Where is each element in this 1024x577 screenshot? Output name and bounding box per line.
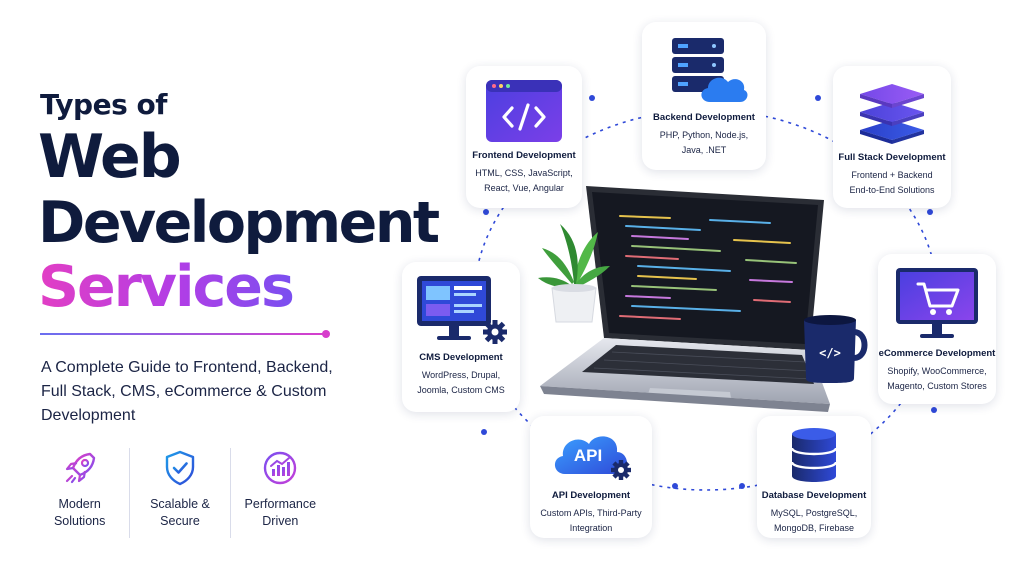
feature-performance: Performance Driven: [231, 448, 330, 538]
card-title: eCommerce Development: [878, 348, 996, 359]
card-full-stack-development: Full Stack Development Frontend + Backen…: [833, 66, 951, 208]
rocket-icon: [65, 452, 95, 484]
feature-list: Modern Solutions Scalable & Secure Perfo…: [30, 448, 330, 538]
gear-icon: [611, 460, 631, 480]
mug-shape: [804, 315, 868, 383]
card-title: Full Stack Development: [838, 152, 946, 163]
card-title: Frontend Development: [472, 150, 576, 161]
performance-chart-icon: [264, 451, 297, 485]
card-title: Database Development: [761, 490, 867, 501]
server-cloud-icon: [672, 38, 748, 102]
card-title: API Development: [551, 490, 631, 501]
card-title: Backend Development: [653, 112, 755, 123]
gear-icon: [483, 320, 507, 344]
layers-stack-icon: [860, 84, 924, 144]
subtitle: A Complete Guide to Frontend, Backend, F…: [41, 359, 333, 424]
cms-monitor-icon: [417, 276, 507, 344]
card-database-development: Database Development MySQL, PostgreSQL, …: [757, 416, 871, 538]
api-cloud-gear-icon: API: [549, 426, 633, 482]
card-description: HTML, CSS, JavaScript, React, Vue, Angul…: [475, 168, 573, 193]
feature-label: Modern Solutions: [53, 497, 106, 528]
cloud-icon: [554, 436, 631, 480]
shopping-cart-icon: [896, 268, 978, 338]
laptop-illustration: [540, 186, 830, 412]
feature-scalable: Scalable & Secure: [130, 448, 231, 538]
title-services: Services: [38, 254, 295, 320]
card-description: Frontend + Backend End-to-End Solutions: [849, 170, 935, 195]
card-description: WordPress, Drupal, Joomla, Custom CMS: [417, 370, 505, 395]
title-underline-dot: [322, 330, 330, 338]
code-window-icon: [486, 80, 562, 142]
card-cms-development: CMS Development WordPress, Drupal, Jooml…: [402, 262, 520, 412]
mug-code-label: </>: [819, 346, 841, 360]
card-description: Shopify, WooCommerce, Magento, Custom St…: [887, 366, 987, 391]
title-underline: [40, 333, 326, 335]
feature-modern: Modern Solutions: [30, 448, 131, 538]
title-web: Web: [38, 122, 182, 192]
coffee-mug-illustration: </>: [800, 310, 870, 384]
card-backend-development: Backend Development PHP, Python, Node.js…: [642, 22, 766, 170]
card-frontend-development: Frontend Development HTML, CSS, JavaScri…: [466, 66, 582, 208]
database-icon: [790, 428, 838, 482]
api-badge-text: API: [573, 446, 603, 465]
plant-pot-illustration: [538, 224, 610, 323]
title-types-of: Types of: [40, 88, 167, 121]
card-ecommerce-development: eCommerce Development Shopify, WooCommer…: [878, 254, 996, 404]
card-api-development: API API Development Custom APIs, Third-P…: [530, 416, 652, 538]
feature-label: Performance Driven: [244, 497, 317, 528]
title-development: Development: [38, 190, 440, 256]
card-description: PHP, Python, Node.js, Java, .NET: [659, 130, 749, 155]
card-title: CMS Development: [419, 352, 503, 363]
feature-label: Scalable & Secure: [150, 497, 210, 528]
card-description: MySQL, PostgreSQL, MongoDB, Firebase: [770, 508, 858, 533]
shield-check-icon: [165, 450, 195, 486]
card-description: Custom APIs, Third-Party Integration: [540, 508, 642, 533]
